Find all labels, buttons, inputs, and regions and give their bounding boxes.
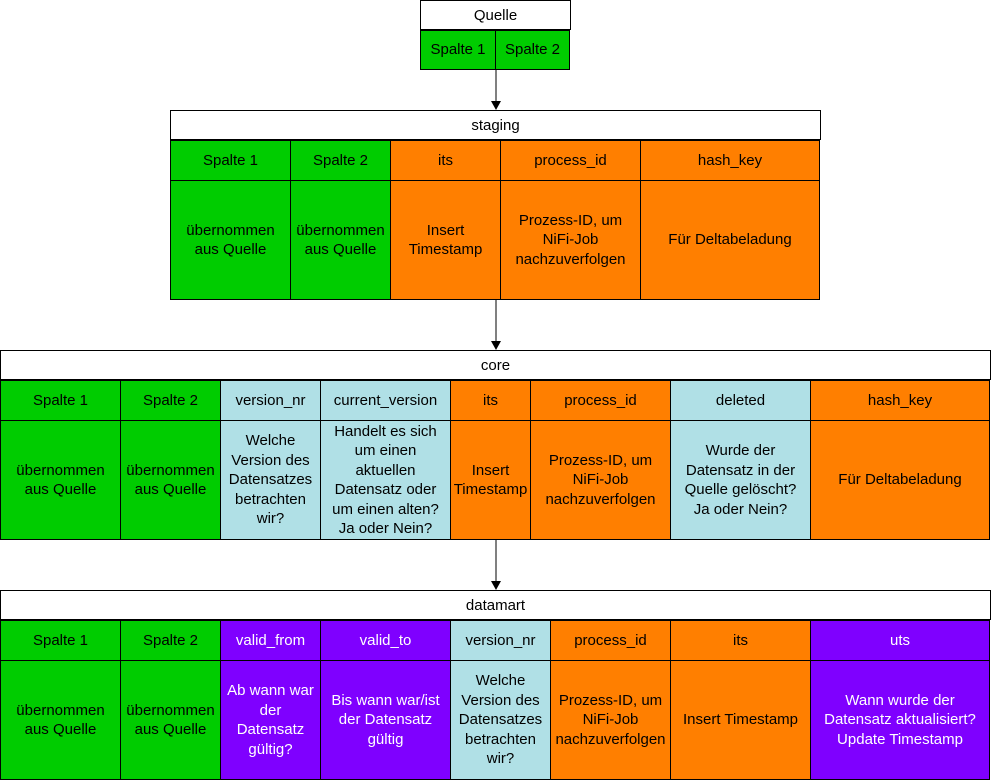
column-description: übernommen aus Quelle (120, 660, 221, 780)
column-description: Prozess-ID, um NiFi-Job nachzuverfolgen (550, 660, 671, 780)
column-description: Prozess-ID, um NiFi-Job nachzuverfolgen (500, 180, 641, 300)
arrow-quelle-to-staging (491, 70, 501, 110)
column-description: übernommen aus Quelle (120, 420, 221, 540)
column-description: Wurde der Datensatz in der Quelle gelösc… (670, 420, 811, 540)
column-header: hash_key (810, 380, 990, 421)
column-header: Spalte 1 (0, 380, 121, 421)
column-description: Insert Timestamp (670, 660, 811, 780)
column-description: Bis wann war/ist der Datensatz gültig (320, 660, 451, 780)
column-header: version_nr (450, 620, 551, 661)
column-description: Welche Version des Datensatzes betrachte… (220, 420, 321, 540)
table-title: core (0, 350, 991, 380)
column-description: Welche Version des Datensatzes betrachte… (450, 660, 551, 780)
column-description: Ab wann war der Datensatz gültig? (220, 660, 321, 780)
table-core: core Spalte 1 übernommen aus Quelle Spal… (0, 350, 991, 541)
column-header: Spalte 2 (495, 30, 570, 70)
column-header: Spalte 1 (170, 140, 291, 181)
column-description: Für Deltabeladung (640, 180, 820, 300)
column-description: Prozess-ID, um NiFi-Job nachzuverfolgen (530, 420, 671, 540)
column-header: Spalte 1 (0, 620, 121, 661)
table-quelle: Quelle Spalte 1 Spalte 2 (420, 0, 571, 71)
column-header: process_id (550, 620, 671, 661)
table-title: Quelle (420, 0, 571, 30)
column-header: deleted (670, 380, 811, 421)
arrow-core-to-datamart (491, 540, 501, 590)
table-title: staging (170, 110, 821, 140)
column-description: übernommen aus Quelle (170, 180, 291, 300)
column-description: Für Deltabeladung (810, 420, 990, 540)
column-description: übernommen aus Quelle (0, 660, 121, 780)
column-description: Wann wurde der Datensatz aktualisiert? U… (810, 660, 990, 780)
column-header: its (450, 380, 531, 421)
column-header: process_id (530, 380, 671, 421)
column-description: übernommen aus Quelle (290, 180, 391, 300)
column-header: process_id (500, 140, 641, 181)
arrow-staging-to-core (491, 300, 501, 350)
table-staging: staging Spalte 1 übernommen aus Quelle S… (170, 110, 821, 301)
column-header: valid_to (320, 620, 451, 661)
column-header: valid_from (220, 620, 321, 661)
column-header: Spalte 2 (120, 380, 221, 421)
column-header: version_nr (220, 380, 321, 421)
column-description: Handelt es sich um einen aktuellen Daten… (320, 420, 451, 540)
column-header: Spalte 2 (120, 620, 221, 661)
table-datamart: datamart Spalte 1 übernommen aus Quelle … (0, 590, 991, 781)
column-header: its (670, 620, 811, 661)
table-title: datamart (0, 590, 991, 620)
column-header: Spalte 1 (420, 30, 496, 70)
column-header: Spalte 2 (290, 140, 391, 181)
column-description: übernommen aus Quelle (0, 420, 121, 540)
column-description: Insert Timestamp (450, 420, 531, 540)
column-header: current_version (320, 380, 451, 421)
column-header: hash_key (640, 140, 820, 181)
column-description: Insert Timestamp (390, 180, 501, 300)
column-header: its (390, 140, 501, 181)
column-header: uts (810, 620, 990, 661)
